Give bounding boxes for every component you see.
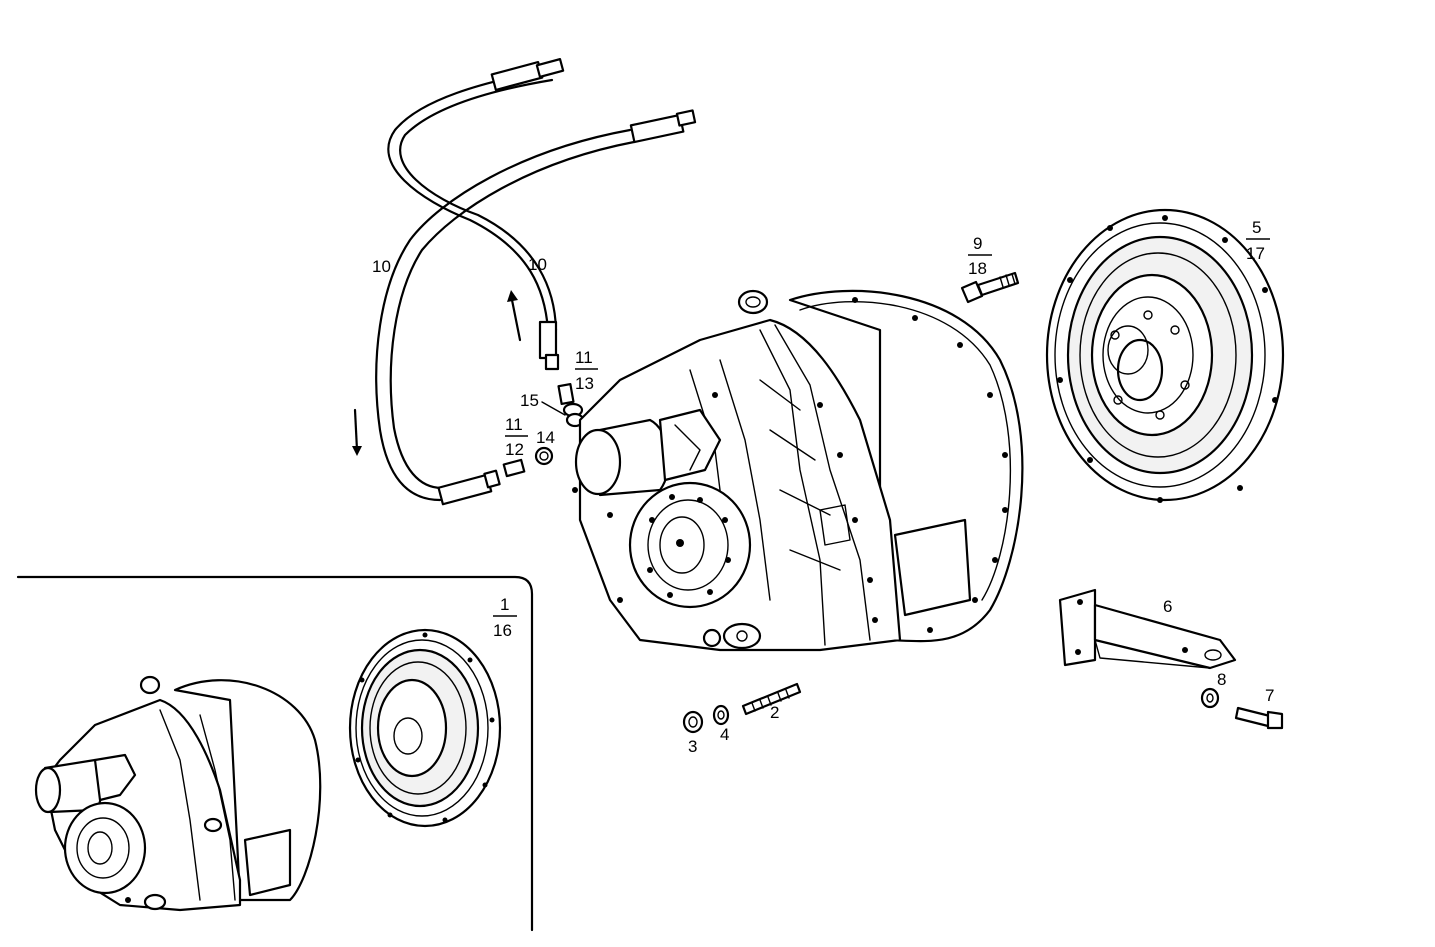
label-seal-14: 14 <box>536 428 555 447</box>
label-washer-8: 8 <box>1217 670 1226 689</box>
oil-pump <box>574 408 722 497</box>
damper-plate-holes <box>1057 215 1278 503</box>
label-nut-3: 3 <box>688 737 697 756</box>
label-bolt-bottom: 18 <box>968 259 987 278</box>
label-fitting-lower-top: 11 <box>505 415 523 434</box>
fitting-upper <box>557 382 585 428</box>
label-fitting-upper-bottom: 13 <box>575 374 594 393</box>
housing-bolts <box>572 392 878 623</box>
label-washer-4: 4 <box>720 725 729 744</box>
label-fitting-upper-top: 11 <box>575 348 593 367</box>
label-screw-7: 7 <box>1265 686 1274 705</box>
nut-3 <box>682 710 704 734</box>
label-plate-bottom: 17 <box>1246 244 1265 263</box>
label-bracket: 6 <box>1163 597 1172 616</box>
hydraulic-hose-left <box>387 57 565 371</box>
label-inset-top: 1 <box>500 595 509 614</box>
hydraulic-hose-right <box>375 109 697 506</box>
label-switch-15: 15 <box>520 391 539 410</box>
label-plate-top: 5 <box>1252 218 1261 237</box>
flow-arrow-down <box>352 408 362 456</box>
label-stud-2: 2 <box>770 703 779 722</box>
gearbox-main <box>572 289 1024 652</box>
label-bolt-top: 9 <box>973 234 982 253</box>
bolt-9-18 <box>960 271 1020 304</box>
label-hose-right: 10 <box>528 255 547 274</box>
washer-8 <box>1200 687 1220 709</box>
label-inset-bottom: 16 <box>493 621 512 640</box>
bell-bolts <box>852 297 1008 633</box>
flow-arrow-up <box>507 290 522 342</box>
label-fitting-lower-bottom: 12 <box>505 440 524 459</box>
screw-7 <box>1234 706 1284 730</box>
mounting-bracket <box>1058 588 1237 670</box>
fitting-lower <box>502 446 554 478</box>
inset-variant-panel <box>16 575 534 932</box>
output-flange <box>628 481 752 609</box>
stud-2 <box>741 682 802 716</box>
label-hose-left: 10 <box>372 257 391 276</box>
damper-plate <box>1045 208 1285 503</box>
callout-labels: 10 10 11 13 15 11 12 14 9 18 5 17 6 8 7 … <box>372 218 1274 756</box>
washer-4 <box>712 704 730 726</box>
